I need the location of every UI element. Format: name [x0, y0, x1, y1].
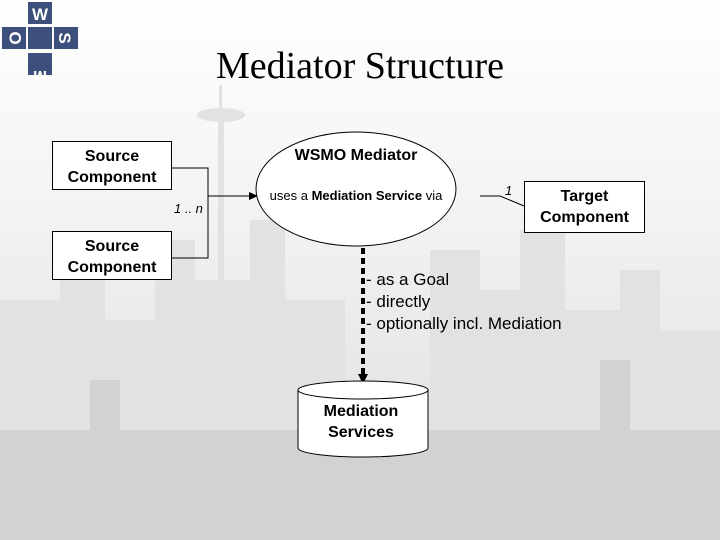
mediator-to-target-line — [480, 195, 525, 207]
logo-letter-w: W — [32, 5, 49, 24]
source-component-box-2: Source Component — [52, 231, 172, 280]
mediator-ellipse — [255, 131, 457, 247]
target-component-box: Target Component — [524, 181, 645, 233]
source-component-1-line-2: Component — [67, 169, 157, 186]
source-component-2-line-1: Source — [84, 238, 140, 255]
mediator-subtitle: uses a Mediation Service via — [256, 188, 456, 203]
source-component-box-1: Source Component — [52, 141, 172, 190]
page-title: Mediator Structure — [215, 45, 505, 87]
mediation-services-line-1: Mediation — [323, 403, 399, 420]
source-connector — [172, 167, 209, 259]
logo-letter-o: O — [6, 31, 25, 44]
mediation-option-incl-mediation: - optionally incl. Mediation — [366, 314, 562, 333]
source-arrow-head — [249, 192, 258, 200]
logo-letter-m: M — [33, 67, 47, 80]
target-component-line-1: Target — [560, 188, 609, 205]
mediator-subtitle-pre: uses a — [269, 188, 312, 203]
source-component-2-line-2: Component — [67, 259, 157, 276]
multiplicity-source: 1 .. n — [174, 201, 203, 216]
target-component-line-2: Component — [540, 209, 629, 226]
source-component-1-line-1: Source — [84, 148, 140, 165]
logo-letter-s: S — [55, 32, 74, 43]
mediation-services-line-2: Services — [328, 424, 394, 441]
mediation-services-label: Mediation Services — [298, 401, 424, 443]
services-cylinder-body — [297, 390, 429, 458]
multiplicity-target: 1 — [505, 183, 513, 198]
mediation-option-directly: - directly — [366, 292, 431, 311]
services-cylinder-top — [297, 380, 429, 400]
mediator-subtitle-post: via — [422, 188, 443, 203]
mediation-options-list: - as a Goal - directly - optionally incl… — [366, 269, 562, 335]
mediator-title: WSMO Mediator — [294, 147, 418, 164]
mediation-option-goal: - as a Goal — [366, 270, 450, 289]
services-arrow-head — [358, 374, 368, 384]
mediator-subtitle-service: Mediation Service — [311, 188, 423, 203]
wsmo-logo: W S M O — [2, 2, 78, 80]
